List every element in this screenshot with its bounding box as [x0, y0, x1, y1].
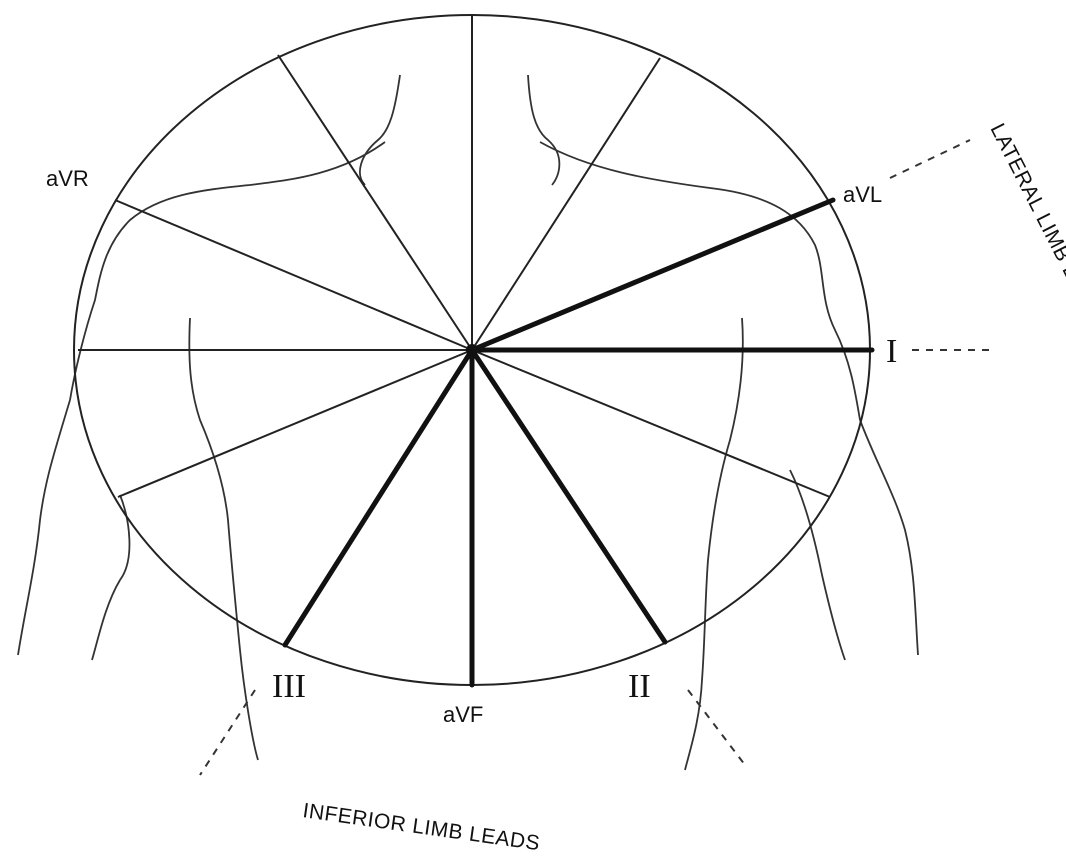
group-connectors: [200, 140, 992, 775]
highlighted-leads: [285, 200, 872, 685]
arm-outer-right: [860, 420, 918, 655]
armpit-left: [92, 495, 129, 660]
lateral-limb-leads-text: LATERAL LIMB LEADS: [986, 120, 1066, 335]
lead-iii-vector: [285, 350, 472, 645]
arm-outer-left: [18, 400, 70, 655]
label-ii: II: [628, 668, 651, 705]
label-avl: aVL: [843, 182, 882, 207]
thin-axes: [78, 15, 830, 497]
neck-right: [528, 75, 559, 185]
lead-avl-vector: [472, 200, 833, 350]
arm-inner-left: [189, 318, 258, 760]
inferior-connector-iii: [200, 690, 255, 775]
arm-inner-right: [685, 318, 743, 770]
inferior-limb-leads-label: INFERIOR LIMB LEADS: [301, 799, 541, 855]
torso-outline: [18, 75, 918, 770]
lateral-connector-avl: [890, 140, 970, 178]
neck-left: [360, 75, 400, 185]
lateral-limb-leads-label: LATERAL LIMB LEADS: [986, 120, 1066, 335]
shoulder-right: [540, 142, 860, 420]
axis-upper-right: [472, 58, 660, 350]
label-i: I: [886, 333, 897, 370]
inferior-limb-leads-text: INFERIOR LIMB LEADS: [301, 799, 541, 855]
axis-avr: [115, 200, 472, 350]
label-avf: aVF: [443, 702, 483, 727]
center-point: [466, 344, 478, 356]
label-avr: aVR: [46, 166, 89, 191]
label-iii: III: [272, 668, 306, 705]
shoulder-left: [70, 142, 385, 400]
axis-upper-left: [278, 55, 472, 350]
lead-ii-vector: [472, 350, 665, 642]
armpit-right: [790, 470, 845, 660]
axis-lower-left: [118, 350, 472, 497]
axis-lower-right: [472, 350, 830, 497]
